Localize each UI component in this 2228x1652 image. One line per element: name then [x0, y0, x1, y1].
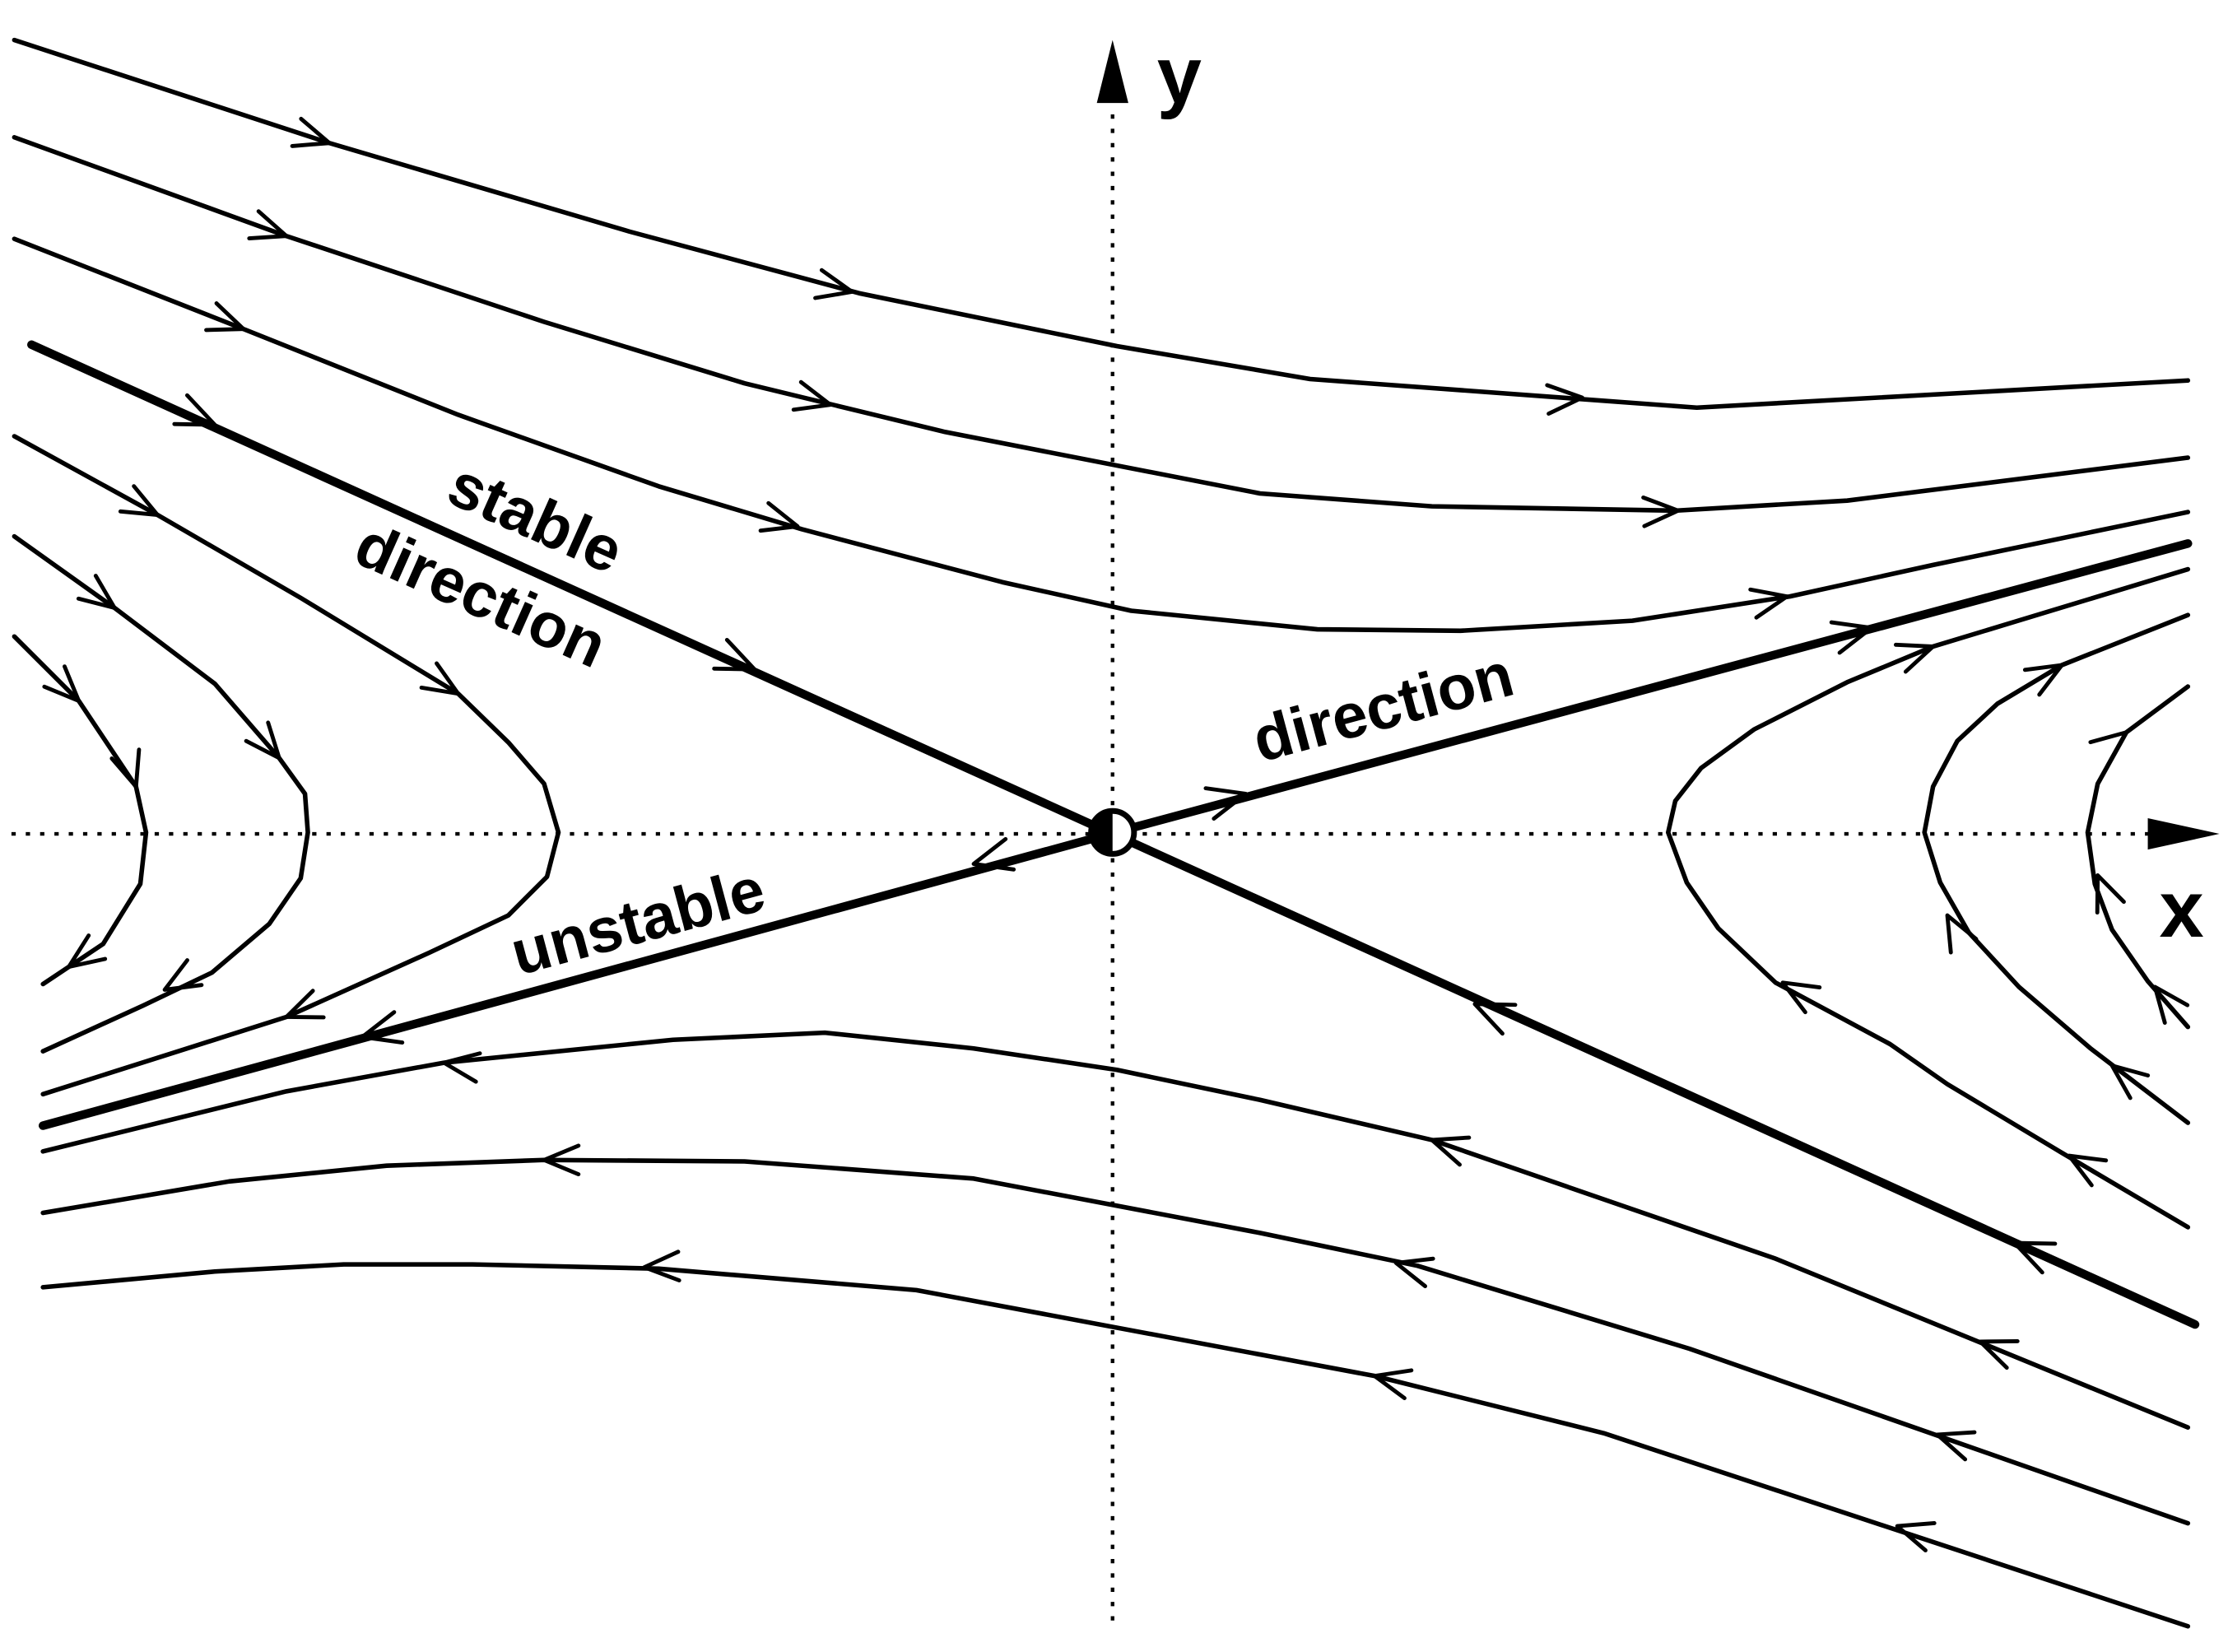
arrow-right-icon	[1545, 383, 1584, 416]
trajectory	[12, 135, 2191, 514]
arrow-up-icon	[1945, 913, 1979, 955]
arrow-up-icon	[1893, 642, 1936, 674]
trajectory	[12, 434, 561, 1097]
saddle-point	[1088, 807, 1137, 857]
arrow-left-icon	[1978, 1339, 2020, 1370]
trajectory	[40, 1030, 2191, 1430]
trajectory	[12, 37, 2191, 411]
arrow-left-icon	[441, 1051, 482, 1084]
arrow-down-icon	[67, 933, 108, 970]
arrow-down-icon	[42, 664, 81, 703]
arrow-left-icon	[360, 1010, 405, 1045]
arrow-right-icon	[172, 393, 217, 427]
trajectory	[12, 533, 310, 1054]
arrow-up-icon	[2022, 663, 2064, 697]
arrow-right-icon	[791, 379, 833, 412]
arrow-up-icon	[2095, 873, 2126, 915]
flow-arrows	[42, 116, 2190, 1552]
arrow-down-icon	[109, 747, 142, 789]
trajectory	[12, 236, 2191, 634]
arrow-right-icon	[758, 500, 800, 533]
arrow-right-icon	[1641, 496, 1681, 528]
trajectory	[1922, 612, 2191, 1125]
trajectories	[12, 37, 2191, 1629]
y-axis	[1096, 40, 1128, 1631]
arrow-up-icon	[2088, 730, 2128, 767]
trajectory	[12, 634, 149, 987]
arrow-left-icon	[1935, 1430, 1977, 1462]
arrow-down-icon	[76, 574, 117, 610]
arrow-right-icon	[1203, 786, 1248, 821]
unstable-manifold	[38, 539, 2193, 1130]
y-axis-arrowhead	[1096, 40, 1128, 104]
arrow-right-icon	[712, 637, 757, 672]
arrow-up-icon	[2067, 1153, 2109, 1188]
arrow-left-icon	[1393, 1256, 1435, 1288]
unstable-label-line2: direction	[1245, 640, 1520, 776]
arrow-right-icon	[1748, 587, 1789, 620]
unstable-label-line1: unstable	[504, 854, 772, 989]
arrow-down-icon	[284, 989, 326, 1020]
x-axis-label: x	[2159, 864, 2203, 954]
arrow-left-icon	[1372, 1368, 1414, 1401]
trajectory	[1665, 566, 2191, 1230]
arrow-right-icon	[204, 301, 246, 333]
arrow-up-icon	[2152, 984, 2190, 1025]
arrow-left-icon	[1472, 1002, 1518, 1036]
arrow-down-icon	[118, 484, 160, 517]
arrow-left-icon	[542, 1143, 581, 1177]
arrow-down-icon	[244, 720, 281, 761]
arrow-left-icon	[971, 836, 1016, 872]
arrow-right-icon	[813, 268, 854, 300]
trajectory	[40, 1262, 2191, 1629]
y-axis-label: y	[1157, 30, 1202, 120]
arrow-right-icon	[290, 116, 332, 148]
arrow-left-icon	[1430, 1135, 1472, 1167]
arrow-left-icon	[1895, 1521, 1937, 1552]
x-axis	[11, 817, 2220, 850]
arrow-down-icon	[162, 958, 204, 992]
arrow-up-icon	[1780, 980, 1822, 1015]
arrow-up-icon	[2109, 1063, 2151, 1101]
arrow-right-icon	[247, 209, 289, 240]
x-axis-arrowhead	[2147, 817, 2220, 850]
arrow-left-icon	[2012, 1240, 2058, 1275]
arrow-left-icon	[642, 1249, 681, 1282]
arrow-right-icon	[1829, 620, 1874, 655]
trajectory	[40, 1157, 2191, 1526]
arrow-down-icon	[419, 661, 461, 696]
